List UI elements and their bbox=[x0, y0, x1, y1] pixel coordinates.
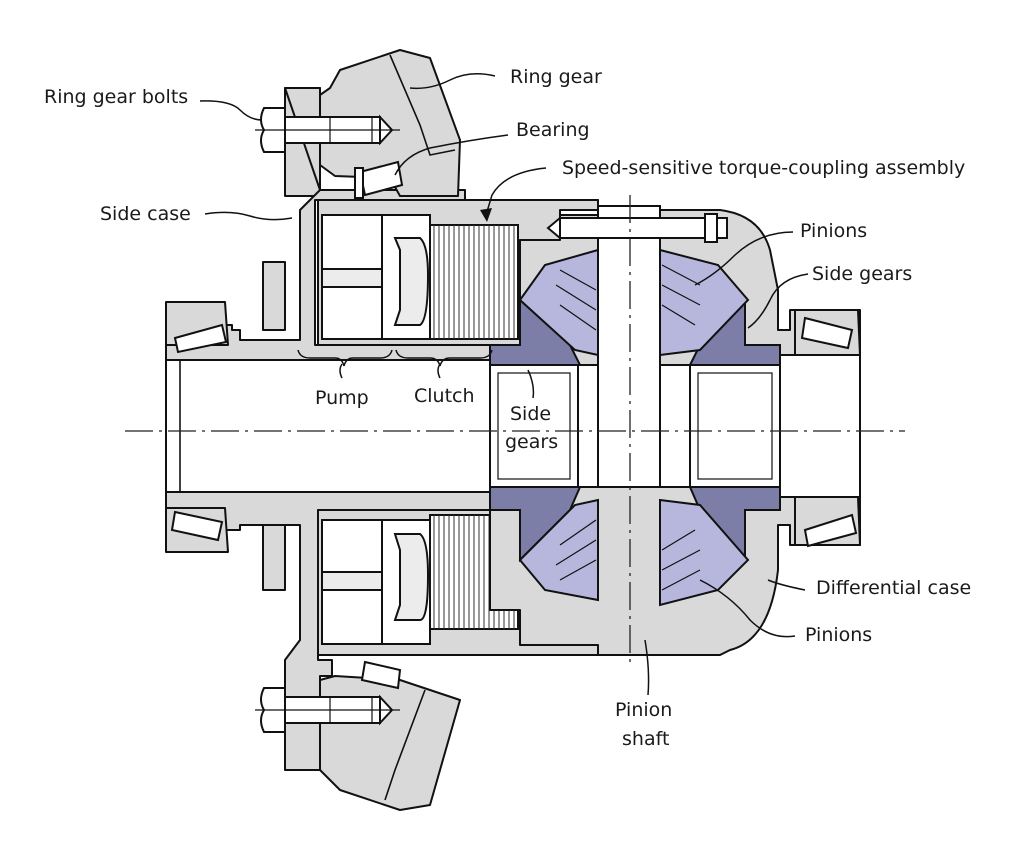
bearing-right-upper bbox=[800, 316, 854, 350]
label-pinions-top: Pinions bbox=[800, 220, 867, 242]
clutch-brace bbox=[395, 349, 493, 367]
bearing-right-lower bbox=[803, 513, 858, 548]
axle-bore-left bbox=[165, 359, 491, 493]
side-gear-bore-left bbox=[489, 364, 579, 488]
label-bearing: Bearing bbox=[516, 119, 590, 141]
pinion-left-upper bbox=[518, 248, 599, 357]
label-torque-coupling: Speed-sensitive torque-coupling assembly bbox=[562, 157, 965, 179]
bearing-left-lower bbox=[170, 510, 224, 542]
pinion-right-upper bbox=[659, 248, 750, 357]
pinion-teeth-lower bbox=[555, 519, 701, 591]
label-pump: Pump bbox=[315, 387, 369, 409]
axle-bore-right bbox=[779, 354, 861, 498]
pinion-right-lower bbox=[659, 498, 750, 607]
pinion-shaft-pin bbox=[559, 217, 721, 239]
pump-chamber-lower bbox=[321, 519, 383, 573]
side-gear-bore-right bbox=[689, 364, 781, 488]
label-side-gears-center-line1: Side bbox=[510, 403, 551, 425]
label-pinion-shaft-line1: Pinion bbox=[615, 699, 672, 721]
label-side-gears-right: Side gears bbox=[812, 263, 912, 285]
clutch-plates-upper bbox=[433, 225, 515, 339]
label-ring-gear-bolts: Ring gear bolts bbox=[44, 86, 188, 108]
label-ring-gear: Ring gear bbox=[510, 66, 602, 88]
pump-chamber-upper bbox=[321, 214, 383, 270]
label-side-case: Side case bbox=[100, 203, 191, 225]
side-case-flange bbox=[262, 261, 286, 331]
pinion-left-lower bbox=[518, 498, 599, 602]
label-clutch: Clutch bbox=[414, 385, 475, 407]
pinion-teeth-upper bbox=[555, 264, 701, 331]
bearing-left-upper bbox=[173, 323, 228, 354]
label-pinions-bottom: Pinions bbox=[805, 624, 872, 646]
label-pinion-shaft-line2: shaft bbox=[622, 728, 669, 750]
bearing-lower bbox=[360, 660, 402, 690]
label-differential-case: Differential case bbox=[816, 577, 971, 599]
pump-brace bbox=[297, 349, 393, 367]
ring-gear-upper bbox=[319, 49, 461, 197]
label-side-gears-center-line2: gears bbox=[505, 431, 558, 453]
